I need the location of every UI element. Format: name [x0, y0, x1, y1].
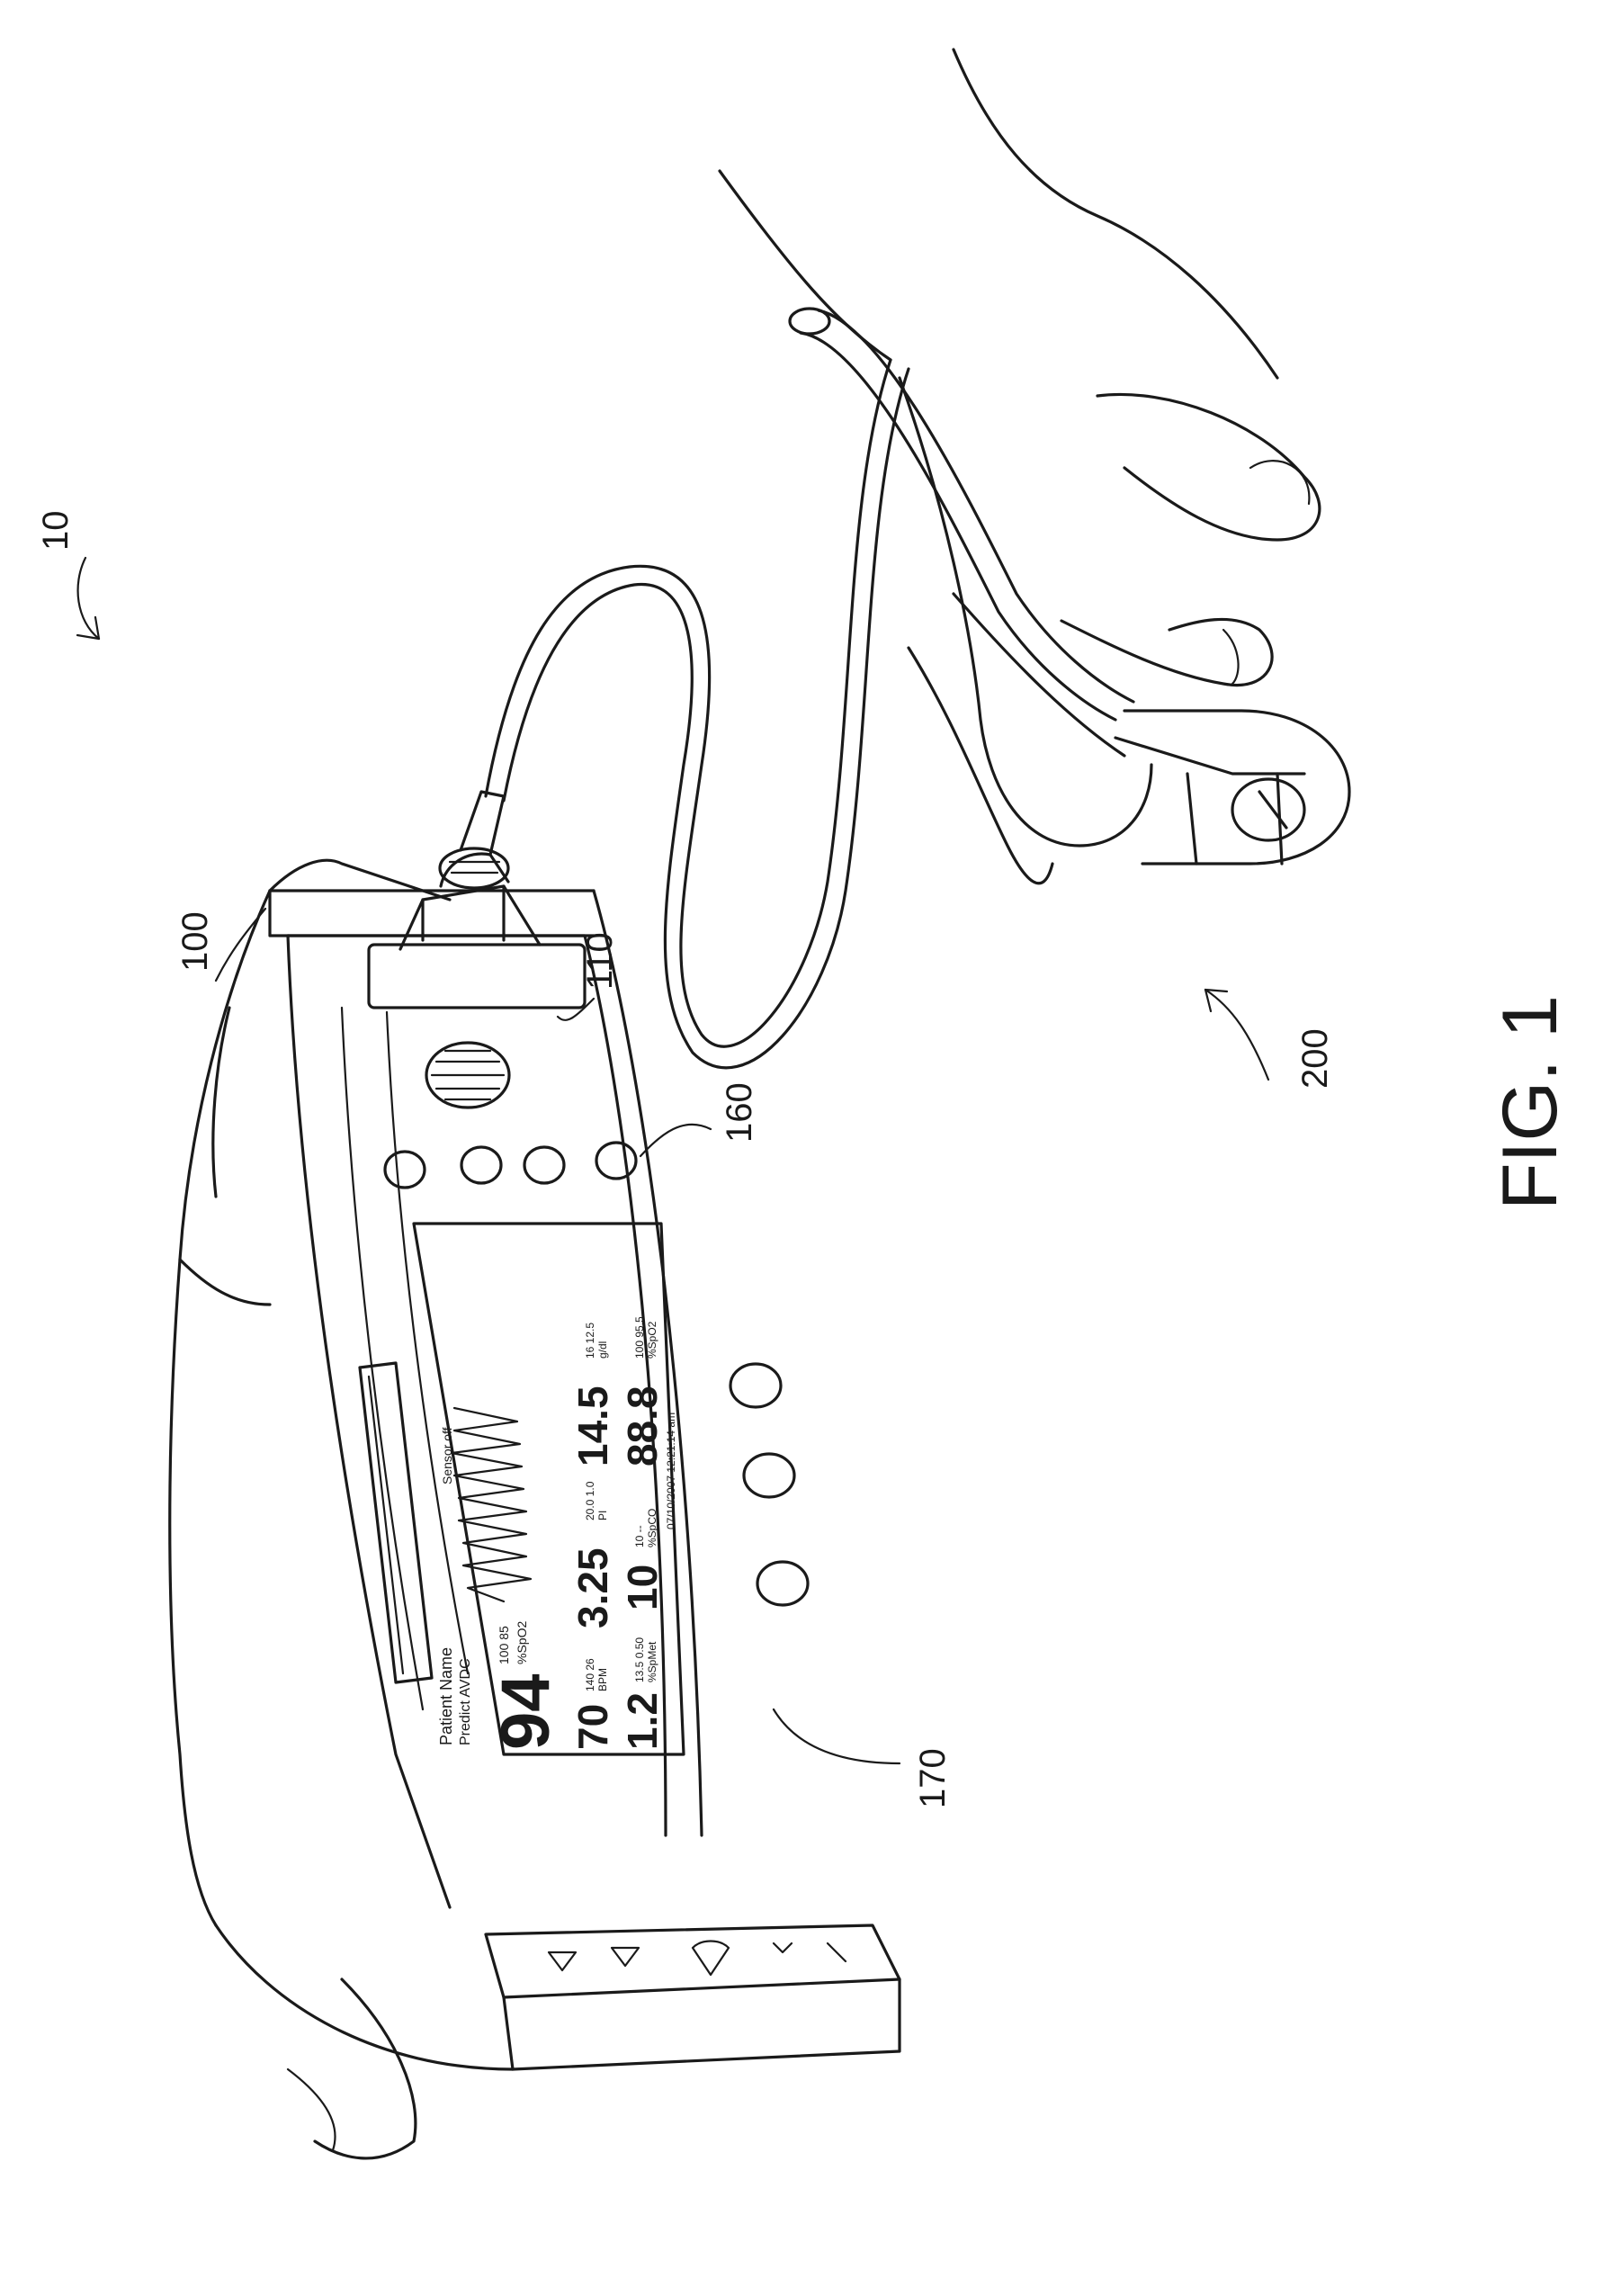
patient-name: Patient Name — [437, 1647, 455, 1745]
mode-label: Predict AVDC — [458, 1658, 473, 1745]
pleth-waveform — [452, 1408, 531, 1601]
pr-unit: BPM — [596, 1668, 609, 1691]
pi-value: 3.25 — [569, 1547, 616, 1628]
spo2-unit: %SpO2 — [515, 1621, 529, 1664]
ref-160: 160 — [640, 1082, 759, 1156]
ref-200-label: 200 — [1295, 1028, 1335, 1089]
ref-200: 200 — [1205, 990, 1335, 1089]
spoc-limits: 100 95.5 — [633, 1316, 646, 1359]
spoc-unit: %SpO2 — [646, 1321, 658, 1359]
button-2 — [461, 1147, 501, 1183]
pr-value: 70 — [569, 1704, 616, 1750]
ref-110-label: 110 — [580, 932, 620, 990]
button-3 — [524, 1147, 564, 1183]
ref-170-label: 170 — [913, 1748, 953, 1808]
ref-10: 10 — [36, 511, 99, 640]
sphb-limits: 16 12.5 — [584, 1323, 596, 1359]
ref-100-label: 100 — [175, 911, 215, 972]
screen-content: Patient Name Predict AVDC Sensor off 94 … — [437, 1316, 677, 1750]
spmet-value: 1.2 — [619, 1692, 666, 1750]
button-1 — [385, 1152, 425, 1188]
spmet-unit: %SpMet — [646, 1641, 658, 1682]
sphb-value: 14.5 — [569, 1386, 616, 1466]
spco-unit: %SpCO — [646, 1509, 658, 1547]
button-4 — [596, 1143, 636, 1179]
spo2-limits: 100 85 — [497, 1626, 511, 1664]
pi-unit: PI — [596, 1511, 609, 1520]
spco-limits: 10 -- — [633, 1525, 646, 1547]
spmet-limits: 13.5 0.50 — [633, 1637, 646, 1682]
date-time: 07/10/2007 12:21:14 am — [665, 1413, 677, 1529]
patient-monitor — [170, 792, 900, 2158]
ref-10-label: 10 — [36, 511, 76, 552]
sphb-unit: g/dl — [596, 1341, 609, 1359]
pi-limits: 20.0 1.0 — [584, 1481, 596, 1520]
spco-value: 10 — [619, 1565, 666, 1610]
ref-100: 100 — [175, 909, 265, 981]
ref-170: 170 — [774, 1709, 953, 1808]
sensor-cable — [486, 360, 909, 1068]
spo2-value: 94 — [488, 1673, 564, 1750]
figure-caption: FIG. 1 — [1487, 995, 1573, 1210]
hand-with-sensor — [720, 49, 1349, 883]
sensor-status: Sensor off — [440, 1427, 454, 1484]
spoc-value: 88.8 — [619, 1386, 666, 1466]
ref-160-label: 160 — [720, 1082, 759, 1143]
pr-limits: 140 26 — [584, 1658, 596, 1691]
